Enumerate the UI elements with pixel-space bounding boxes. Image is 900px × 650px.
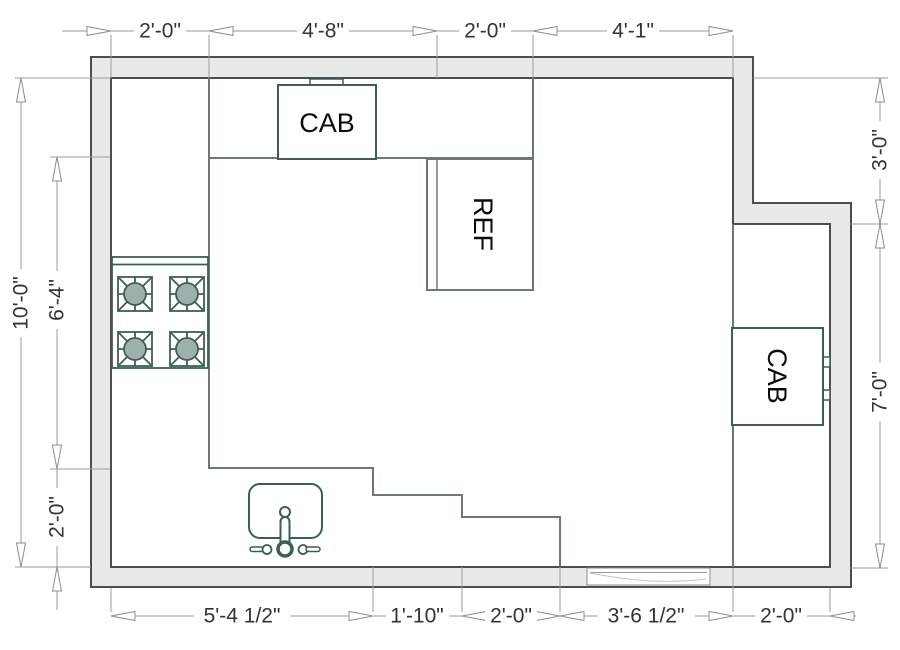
faucet-hole bbox=[279, 506, 291, 518]
dim-label-bottom-2: 2'-0" bbox=[490, 605, 532, 628]
dim-label-bottom-0: 5'-4 1/2" bbox=[204, 605, 281, 628]
top-cabinet-label: CAB bbox=[299, 108, 355, 138]
window-opening bbox=[586, 567, 711, 586]
stove bbox=[111, 256, 209, 369]
dim-label-top-2: 2'-0" bbox=[464, 20, 506, 43]
dim-label-right-0: 3'-0" bbox=[869, 129, 892, 171]
refrigerator-label: REF bbox=[468, 197, 498, 251]
right-cabinet: CAB bbox=[731, 327, 831, 426]
dim-label-bottom-1: 1'-10" bbox=[390, 605, 444, 628]
burner-4 bbox=[169, 331, 205, 367]
dim-label-left-2: 2'-0" bbox=[46, 496, 69, 538]
sink bbox=[248, 483, 323, 558]
window-frame bbox=[586, 567, 711, 586]
right-cabinet-hinge-bottom bbox=[822, 389, 831, 401]
dim-label-left-0: 10'-0" bbox=[10, 276, 33, 330]
dim-label-top-3: 4'-1" bbox=[612, 20, 654, 43]
right-cabinet-body bbox=[731, 327, 824, 426]
dimension-arrowheads bbox=[15, 25, 886, 622]
right-cabinet-label: CAB bbox=[762, 348, 792, 404]
right-cabinet-hinge-top bbox=[822, 356, 831, 368]
dim-label-right-1: 7'-0" bbox=[869, 371, 892, 413]
faucet-handle-right-bar bbox=[305, 546, 321, 553]
top-cabinet: CAB bbox=[277, 78, 377, 160]
refrigerator-body bbox=[426, 158, 534, 291]
faucet-handle-left bbox=[261, 544, 273, 555]
extension-lines bbox=[15, 35, 888, 612]
dim-label-left-1: 6'-4" bbox=[46, 279, 69, 321]
window-swing-arc bbox=[589, 572, 707, 582]
dimension-label-masks bbox=[10, 20, 891, 627]
refrigerator: REF bbox=[426, 158, 534, 291]
burner-3 bbox=[117, 331, 153, 367]
faucet-base bbox=[276, 540, 294, 558]
burner-2 bbox=[169, 276, 205, 312]
dim-label-bottom-4: 2'-0" bbox=[760, 605, 802, 628]
dim-label-top-0: 2'-0" bbox=[139, 20, 181, 43]
dim-label-bottom-3: 3'-6 1/2" bbox=[608, 605, 685, 628]
dim-label-top-1: 4'-8" bbox=[302, 20, 344, 43]
top-cabinet-body bbox=[277, 84, 377, 160]
dimension-labels: 2'-0" 4'-8" 2'-0" 4'-1" 5'-4 1/2" 1'-10"… bbox=[10, 20, 892, 628]
burner-1 bbox=[117, 276, 153, 312]
left-bottom-counter-edge bbox=[208, 78, 561, 566]
